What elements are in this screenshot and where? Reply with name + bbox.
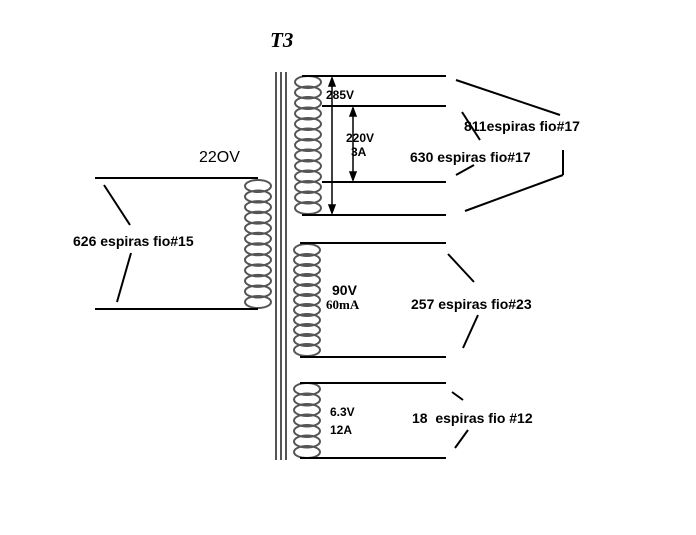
coil-turn	[293, 413, 321, 428]
coil-turn	[293, 392, 321, 407]
bias-secondary-leads	[300, 242, 479, 358]
coil-turn	[293, 303, 321, 317]
transformer-title: T3	[270, 28, 294, 52]
bias-turns-label: 257 espiras fio#23	[411, 296, 532, 312]
coil-turn	[294, 85, 322, 100]
filament-current-label: 12A	[330, 423, 353, 437]
filament-secondary-coil	[293, 382, 321, 459]
coil-turn	[244, 200, 272, 215]
coil-turn	[293, 323, 321, 337]
coil-turn	[294, 148, 322, 163]
coil-turn	[293, 403, 321, 417]
coil-turn	[293, 434, 321, 449]
coil-turn	[244, 273, 272, 288]
coil-turn	[294, 106, 322, 121]
coil-turn	[244, 179, 272, 193]
bias-current-label: 60mA	[326, 297, 360, 312]
coil-turn	[293, 263, 321, 277]
coil-turn	[294, 169, 322, 184]
bias-secondary-coil	[293, 243, 321, 357]
coil-turn	[294, 117, 322, 131]
coil-turn	[244, 221, 272, 236]
coil-turn	[294, 138, 322, 152]
coil-turn	[294, 96, 322, 110]
bias-voltage-label: 90V	[332, 282, 357, 298]
hv-total-turns-label: 811espiras fio#17	[464, 118, 580, 134]
coil-turn	[294, 190, 322, 205]
filament-turns-label: 18 espiras fio #12	[412, 410, 533, 426]
filament-secondary-leads	[300, 382, 469, 459]
coil-turn	[293, 253, 321, 267]
coil-turn	[244, 242, 272, 257]
hv-tap-turns-label: 630 espiras fio#17	[410, 149, 531, 165]
primary-voltage-label: 22OV	[199, 149, 240, 166]
coil-turn	[294, 159, 322, 173]
hv-secondary-leads	[302, 75, 564, 216]
coil-turn	[293, 273, 321, 287]
coil-turn	[293, 333, 321, 347]
hv-voltage-label: 220V	[346, 131, 375, 145]
hv-secondary-coil	[294, 75, 322, 215]
coil-turn	[244, 284, 272, 299]
primary-leads	[95, 177, 258, 310]
hv-tap-voltage-label: 285V	[326, 88, 355, 102]
primary-turns-label: 626 espiras fio#15	[73, 233, 194, 249]
hv-current-label: 3A	[351, 145, 367, 159]
coil-turn	[244, 252, 272, 267]
coil-turn	[293, 293, 321, 307]
coil-turn	[244, 189, 272, 204]
hv-dimension-arrows	[327, 75, 358, 216]
coil-turn	[294, 127, 322, 142]
coil-turn	[244, 210, 272, 225]
transformer-core	[275, 72, 287, 460]
coil-turn	[294, 180, 322, 194]
coil-turn	[244, 231, 272, 246]
coil-turn	[293, 283, 321, 297]
primary-coil	[244, 179, 272, 309]
coil-turn	[293, 424, 321, 438]
coil-turn	[293, 313, 321, 327]
filament-voltage-label: 6.3V	[330, 405, 355, 419]
coil-turn	[244, 263, 272, 278]
